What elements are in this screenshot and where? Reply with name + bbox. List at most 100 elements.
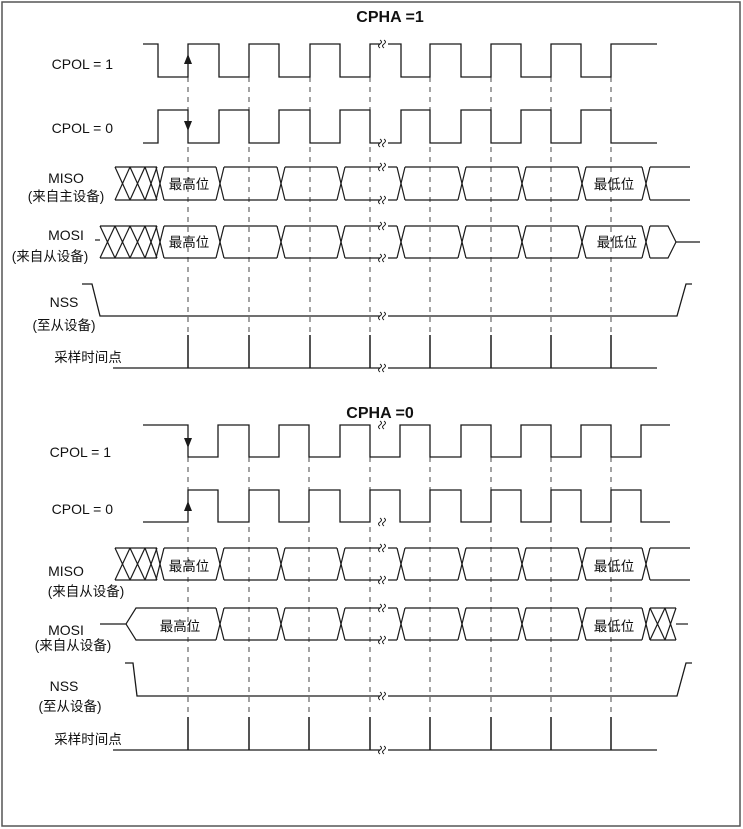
hatch-line bbox=[664, 607, 677, 641]
miso-band-transition bbox=[457, 547, 467, 581]
mosi-msb-label: 最高位 bbox=[169, 234, 210, 250]
arrow-up-icon bbox=[184, 501, 192, 511]
miso-band-transition bbox=[396, 547, 406, 581]
label-cpol0: CPOL = 0 bbox=[52, 120, 114, 136]
mosi-band-transition bbox=[276, 225, 286, 259]
miso-band-transition bbox=[641, 166, 651, 201]
break-mark-icon bbox=[378, 543, 386, 553]
miso-msb-label: 最高位 bbox=[169, 558, 210, 574]
miso-band-transition bbox=[517, 166, 527, 201]
hatch-line bbox=[99, 225, 116, 259]
break-mark-icon bbox=[378, 603, 386, 613]
miso-band-transition bbox=[517, 547, 527, 581]
label-cpol0: CPOL = 0 bbox=[52, 501, 114, 517]
panel-cpha0: CPHA =0 CPOL = 1 CPOL = 0 MISO (来自从设备) M… bbox=[35, 405, 635, 747]
mosi-band-transition bbox=[641, 225, 651, 259]
clock-cpol0 bbox=[143, 109, 657, 144]
break-mark-icon bbox=[378, 195, 386, 205]
label-sample-point: 采样时间点 bbox=[54, 350, 122, 365]
label-mosi: MOSI bbox=[48, 622, 84, 638]
break-mark-icon bbox=[378, 39, 386, 49]
hatch-line bbox=[649, 607, 666, 641]
clock-cpol1 bbox=[143, 424, 670, 458]
break-mark-icon bbox=[378, 162, 386, 172]
break-mark-icon bbox=[378, 575, 386, 585]
mosi-start bbox=[100, 607, 216, 641]
miso-band-transition bbox=[336, 547, 346, 581]
waveforms bbox=[82, 39, 700, 755]
mosi-band-transition bbox=[641, 607, 651, 641]
label-sample-point: 采样时间点 bbox=[54, 732, 122, 747]
mosi-lsb-label: 最低位 bbox=[597, 235, 638, 250]
arrow-down-icon bbox=[184, 121, 192, 131]
nss-wave bbox=[82, 283, 692, 317]
miso-band-transition bbox=[396, 166, 406, 201]
mosi-band-transition bbox=[517, 225, 527, 259]
mosi-band-transition bbox=[276, 607, 286, 641]
hatch-line bbox=[129, 166, 146, 201]
break-mark-icon bbox=[378, 691, 386, 701]
hatch-line bbox=[129, 225, 146, 259]
panel-cpha1: CPHA =1 CPOL = 1 CPOL = 0 MISO (来自主设备) M… bbox=[12, 9, 638, 365]
panel-title: CPHA =0 bbox=[346, 405, 414, 422]
hatch-line bbox=[114, 166, 131, 201]
miso-band-transition bbox=[336, 166, 346, 201]
label-miso-source: (来自主设备) bbox=[28, 188, 105, 204]
mosi-band-transition bbox=[457, 607, 467, 641]
mosi-band-transition bbox=[336, 607, 346, 641]
clock-cpol0 bbox=[143, 489, 670, 523]
break-mark-icon bbox=[378, 311, 386, 321]
break-mark-icon bbox=[378, 363, 386, 373]
label-nss: NSS bbox=[50, 294, 79, 310]
break-mark-icon bbox=[378, 138, 386, 148]
miso-band-transition bbox=[276, 166, 286, 201]
mosi-band-transition bbox=[215, 225, 225, 259]
arrow-up-icon bbox=[184, 54, 192, 64]
miso-band-transition bbox=[457, 166, 467, 201]
hatch-line bbox=[114, 547, 131, 581]
label-cpol1: CPOL = 1 bbox=[50, 444, 112, 460]
nss-wave bbox=[125, 662, 692, 697]
break-mark-icon bbox=[378, 420, 386, 430]
label-mosi-source: (来自从设备) bbox=[12, 248, 89, 264]
clock-cpol1 bbox=[143, 43, 657, 78]
label-mosi: MOSI bbox=[48, 227, 84, 243]
miso-band-transition bbox=[577, 547, 587, 581]
miso-band-transition bbox=[155, 547, 165, 581]
mosi-msb-label: 最高位 bbox=[160, 618, 201, 634]
hatch-line bbox=[144, 547, 158, 581]
miso-msb-label: 最高位 bbox=[169, 176, 210, 192]
label-nss-target: (至从设备) bbox=[39, 698, 102, 714]
label-mosi-source: (来自从设备) bbox=[35, 637, 112, 653]
mosi-band-transition bbox=[457, 225, 467, 259]
mosi-band-transition bbox=[517, 607, 527, 641]
hatch-line bbox=[129, 547, 146, 581]
arrow-down-icon bbox=[184, 438, 192, 448]
mosi-band-transition bbox=[336, 225, 346, 259]
miso-band-transition bbox=[276, 547, 286, 581]
label-nss-target: (至从设备) bbox=[33, 317, 96, 333]
mosi-band-transition bbox=[396, 225, 406, 259]
panel-title: CPHA =1 bbox=[356, 9, 424, 26]
miso-lsb-label: 最低位 bbox=[594, 177, 635, 192]
mosi-band-transition bbox=[215, 607, 225, 641]
miso-band-transition bbox=[577, 166, 587, 201]
hatch-line bbox=[144, 166, 158, 201]
miso-band-transition bbox=[641, 547, 651, 581]
break-mark-icon bbox=[378, 517, 386, 527]
label-miso: MISO bbox=[48, 563, 84, 579]
label-nss: NSS bbox=[50, 678, 79, 694]
miso-lsb-label: 最低位 bbox=[594, 559, 635, 574]
mosi-band-transition bbox=[577, 225, 587, 259]
break-mark-icon bbox=[378, 221, 386, 231]
break-mark-icon bbox=[378, 745, 386, 755]
label-miso-source: (来自从设备) bbox=[48, 583, 125, 599]
break-mark-icon bbox=[378, 253, 386, 263]
break-mark-icon bbox=[378, 635, 386, 645]
miso-band-transition bbox=[215, 547, 225, 581]
mosi-lsb-label: 最低位 bbox=[594, 619, 635, 634]
label-cpol1: CPOL = 1 bbox=[52, 56, 114, 72]
